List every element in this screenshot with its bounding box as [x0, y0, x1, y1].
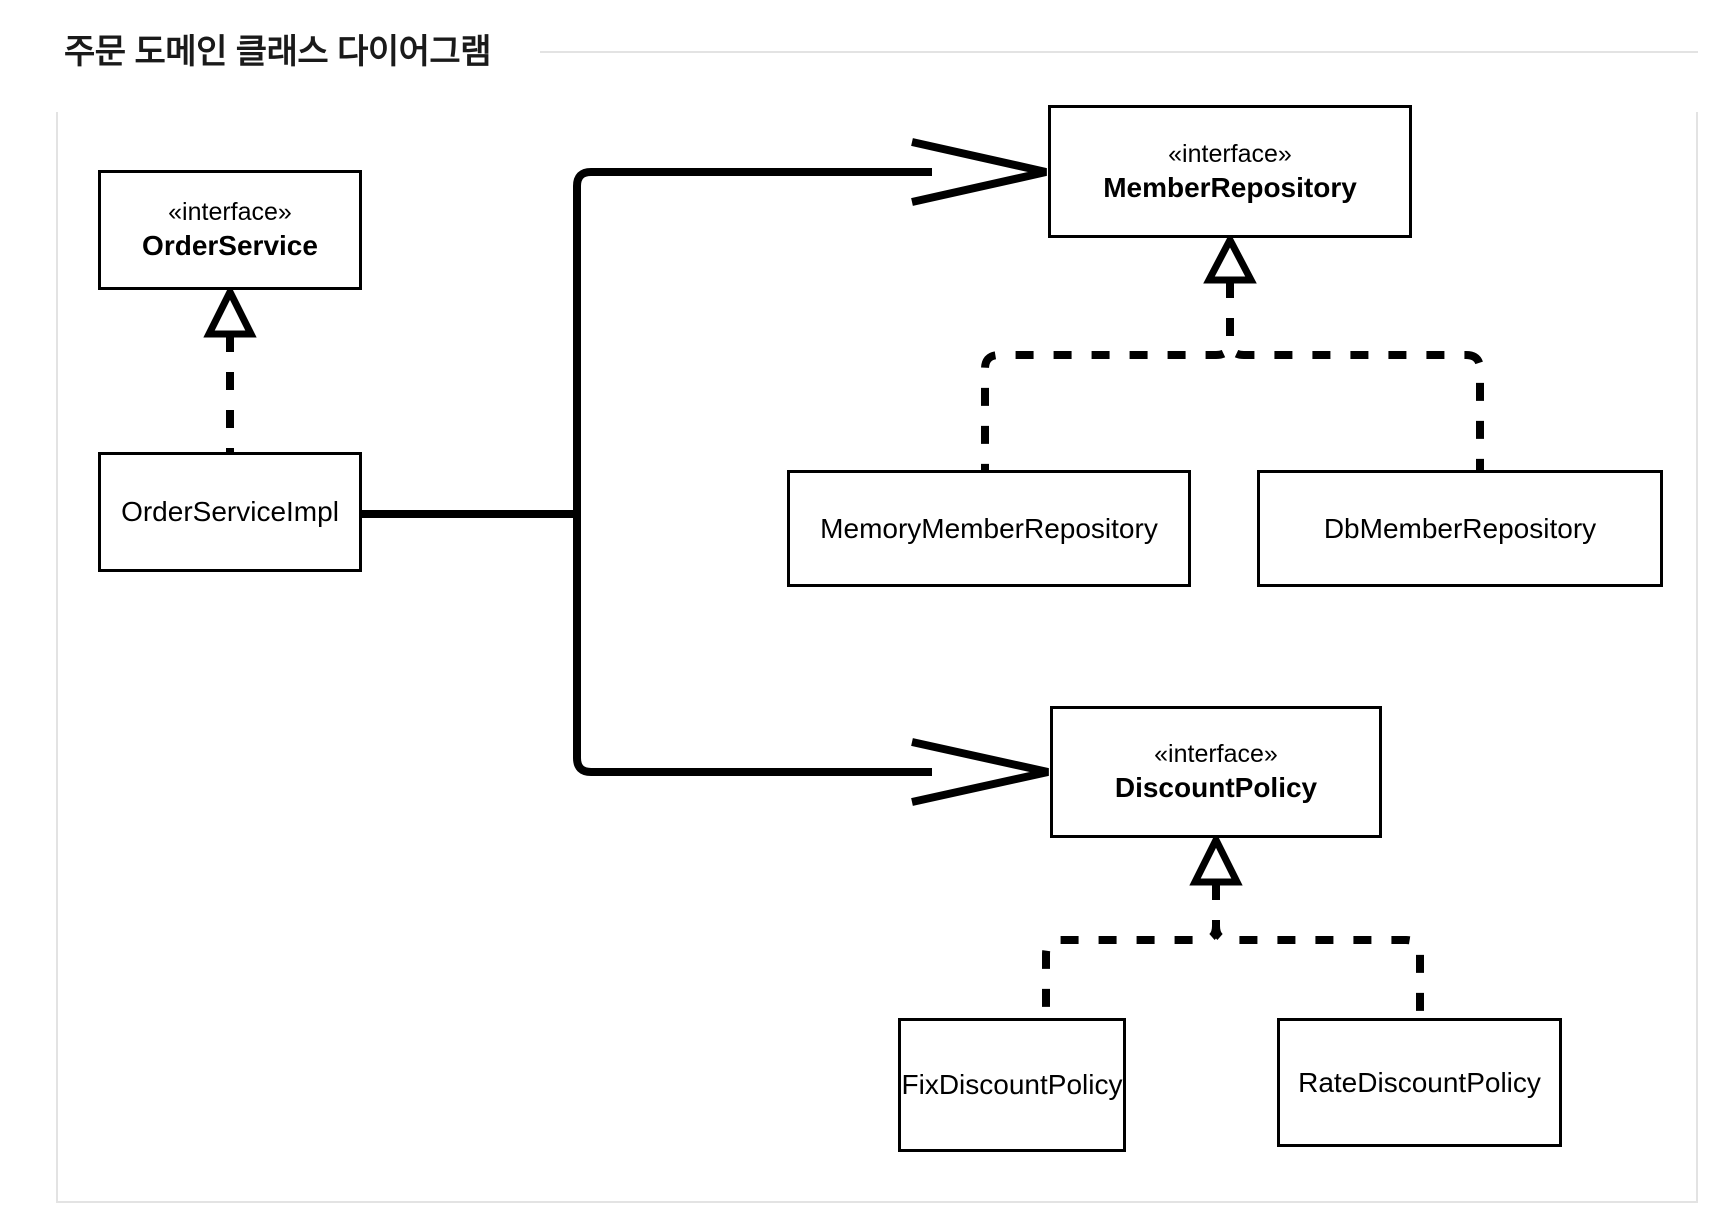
class-name-label: MemberRepository — [1103, 171, 1357, 203]
page-title: 주문 도메인 클래스 다이어그램 — [64, 33, 491, 71]
class-box-rate-discount-policy[interactable]: RateDiscountPolicy — [1277, 1018, 1562, 1147]
class-name-label: OrderService — [142, 230, 318, 261]
class-box-order-service-impl[interactable]: OrderServiceImpl — [98, 452, 362, 572]
class-box-member-repository[interactable]: «interface» MemberRepository — [1048, 105, 1412, 238]
class-name-label: OrderServiceImpl — [121, 496, 339, 527]
class-box-order-service[interactable]: «interface» OrderService — [98, 170, 362, 290]
class-box-fix-discount-policy[interactable]: FixDiscountPolicy — [898, 1018, 1126, 1152]
stereotype-label: «interface» — [1168, 139, 1292, 168]
stereotype-label: «interface» — [168, 198, 292, 226]
class-name-label: MemoryMemberRepository — [820, 512, 1158, 544]
class-name-label: DbMemberRepository — [1323, 512, 1597, 544]
stereotype-label: «interface» — [1154, 740, 1278, 768]
class-name-label: FixDiscountPolicy — [901, 1069, 1123, 1100]
class-box-db-member-repository[interactable]: DbMemberRepository — [1257, 470, 1663, 587]
title-divider — [540, 51, 1698, 53]
class-box-discount-policy[interactable]: «interface» DiscountPolicy — [1050, 706, 1382, 838]
class-box-memory-member-repository[interactable]: MemoryMemberRepository — [787, 470, 1191, 587]
class-name-label: RateDiscountPolicy — [1298, 1066, 1541, 1098]
class-name-label: DiscountPolicy — [1114, 772, 1318, 803]
